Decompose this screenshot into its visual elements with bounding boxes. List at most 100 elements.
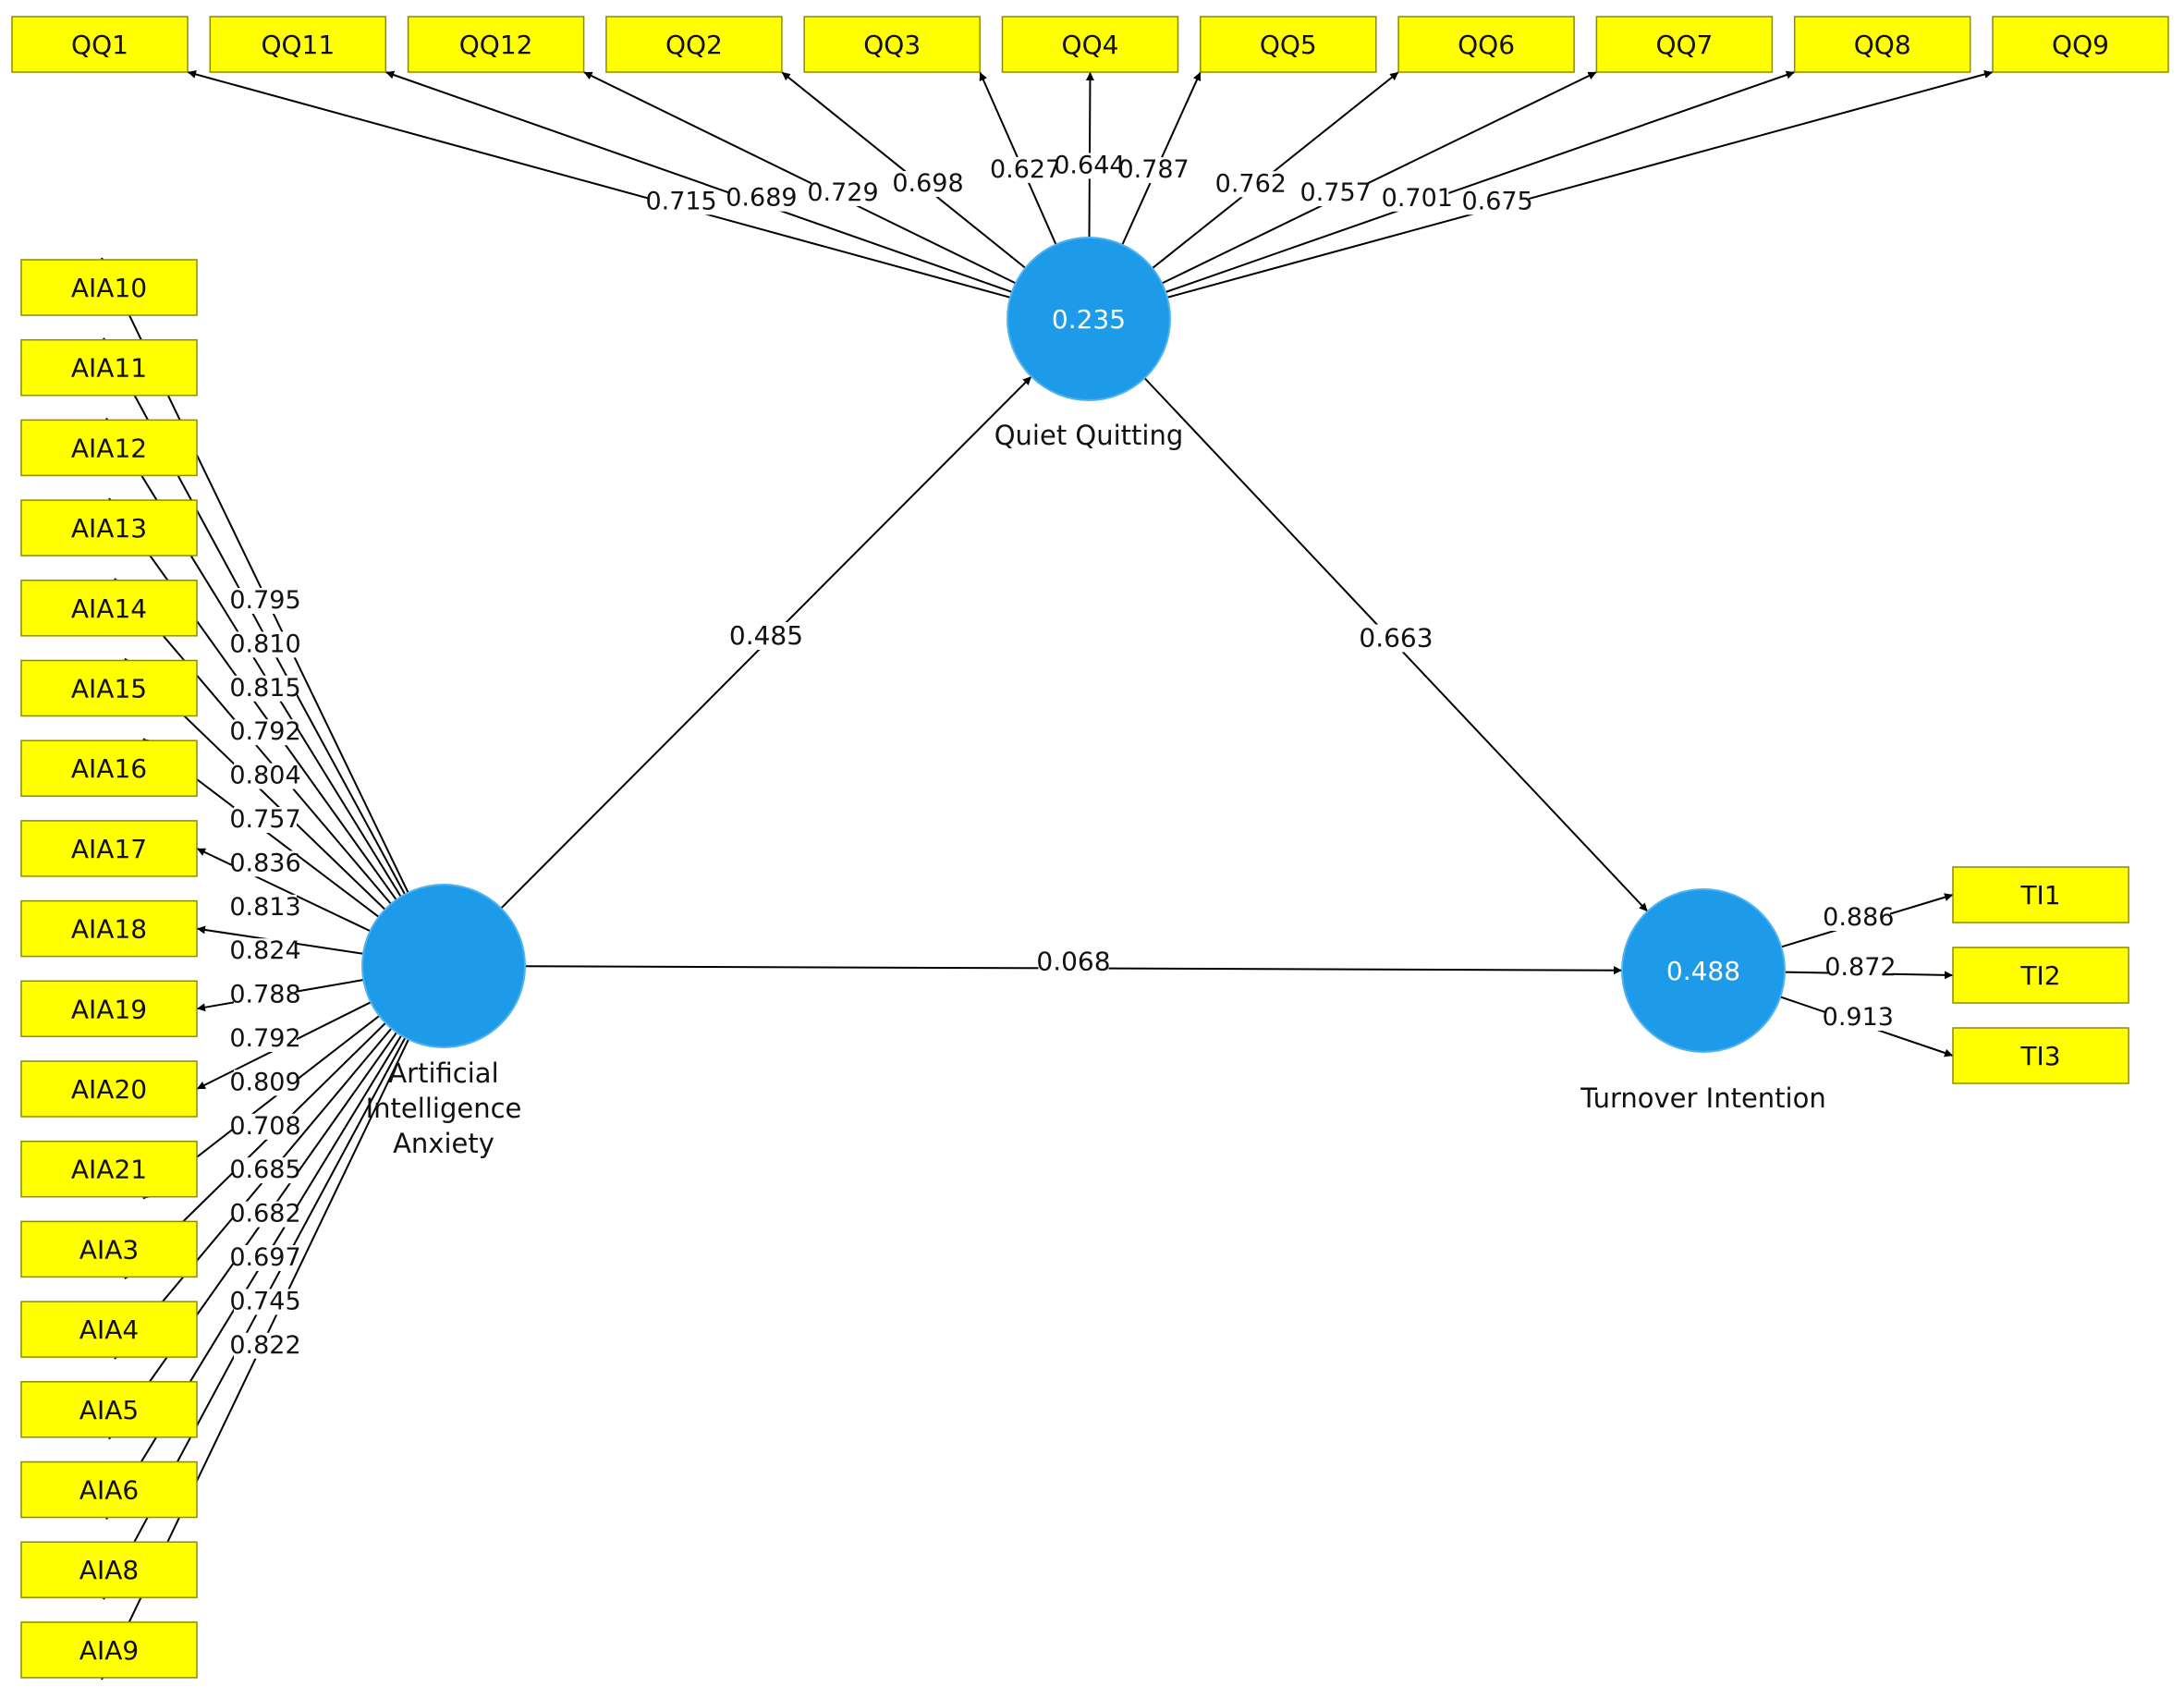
loading-aia11: 0.810 (229, 629, 300, 658)
loading-label-bg (234, 1070, 297, 1096)
construct-aia[interactable] (361, 884, 526, 1048)
loading-edge-aia5 (108, 1032, 398, 1440)
loading-label-bg (234, 1245, 297, 1271)
path-coefficient-aia-ti: 0.068 (1036, 947, 1110, 977)
indicator-aia18[interactable] (20, 899, 198, 958)
loading-ti2: 0.872 (1824, 953, 1896, 982)
indicator-aia17[interactable] (20, 820, 198, 877)
indicator-label-aia11: AIA11 (71, 353, 147, 384)
indicator-label-qq6: QQ6 (1458, 30, 1515, 60)
indicator-label-qq3: QQ3 (863, 30, 921, 60)
loading-label-bg (1826, 1005, 1890, 1031)
indicator-aia21[interactable] (20, 1140, 198, 1198)
indicator-aia5[interactable] (20, 1381, 198, 1438)
loading-label-bg (234, 675, 297, 702)
construct-ti[interactable] (1621, 888, 1786, 1053)
loading-aia14: 0.804 (229, 762, 300, 790)
indicator-label-ti2: TI2 (2019, 960, 2060, 991)
indicator-aia15[interactable] (20, 659, 198, 717)
indicator-qq2[interactable] (605, 16, 783, 73)
indicator-qq4[interactable] (1001, 16, 1179, 73)
construct-label-aia: Anxiety (393, 1128, 494, 1159)
loading-aia9: 0.822 (229, 1331, 300, 1360)
loading-label-bg (234, 631, 297, 658)
indicator-aia11[interactable] (20, 338, 198, 397)
loading-qq12: 0.729 (807, 178, 878, 207)
indicator-label-aia9: AIA9 (79, 1635, 139, 1666)
indicator-aia6[interactable] (20, 1461, 198, 1519)
loading-aia4: 0.685 (229, 1155, 300, 1184)
loading-label-bg (1385, 185, 1449, 212)
loading-qq8: 0.701 (1382, 184, 1453, 213)
loading-label-bg (1828, 955, 1892, 982)
loading-edge-qq8 (1165, 70, 1796, 293)
construct-label-aia: Artificial (388, 1057, 498, 1089)
indicator-aia4[interactable] (20, 1301, 198, 1358)
loading-qq2: 0.698 (892, 169, 963, 198)
construct-qq[interactable] (1007, 237, 1171, 401)
indicator-label-aia18: AIA18 (71, 914, 147, 945)
loading-qq9: 0.675 (1461, 187, 1532, 215)
indicator-aia12[interactable] (20, 419, 198, 477)
loading-qq11: 0.689 (726, 184, 797, 213)
indicator-label-aia3: AIA3 (79, 1234, 139, 1265)
indicator-ti2[interactable] (1952, 947, 2129, 1004)
indicator-label-qq12: QQ12 (459, 30, 533, 60)
indicator-qq3[interactable] (803, 16, 981, 73)
indicator-aia10[interactable] (20, 259, 198, 316)
loading-label-bg (1057, 153, 1121, 179)
indicator-qq6[interactable] (1397, 16, 1575, 73)
loading-label-bg (234, 807, 297, 833)
loading-edge-aia17 (196, 847, 371, 933)
indicator-qq11[interactable] (209, 16, 387, 73)
loading-label-bg (234, 1026, 297, 1052)
loading-aia18: 0.824 (229, 936, 300, 965)
loading-label-bg (897, 171, 959, 198)
indicator-qq9[interactable] (1992, 16, 2169, 73)
loading-label-bg (234, 719, 297, 746)
indicator-label-aia5: AIA5 (79, 1395, 139, 1425)
loading-edge-qq11 (384, 70, 1013, 293)
loading-label-bg (234, 1201, 297, 1228)
loading-label-bg (1466, 189, 1530, 215)
loading-label-bg (234, 1289, 297, 1315)
loading-edge-qq12 (583, 71, 1017, 285)
loading-label-bg (994, 156, 1057, 183)
loading-label-bg (1304, 180, 1368, 207)
indicator-label-qq1: QQ1 (71, 30, 128, 60)
indicator-label-qq9: QQ9 (2052, 30, 2109, 60)
indicator-label-aia20: AIA20 (71, 1074, 147, 1105)
path-label-bg (1360, 624, 1432, 653)
indicator-aia13[interactable] (20, 499, 198, 556)
loading-aia16: 0.836 (229, 849, 300, 877)
indicator-aia16[interactable] (20, 739, 198, 797)
indicator-label-qq11: QQ11 (261, 30, 335, 60)
construct-r2-qq: 0.235 (1052, 304, 1126, 335)
indicator-aia3[interactable] (20, 1220, 198, 1278)
loading-edge-qq9 (1166, 70, 1994, 299)
loading-aia15: 0.757 (229, 805, 300, 834)
indicator-ti1[interactable] (1952, 866, 2129, 923)
loading-edge-qq6 (1152, 71, 1399, 269)
indicator-aia14[interactable] (20, 580, 198, 637)
indicator-label-aia19: AIA19 (71, 994, 147, 1024)
indicator-aia8[interactable] (20, 1541, 198, 1598)
indicator-aia19[interactable] (20, 980, 198, 1038)
indicator-aia20[interactable] (20, 1060, 198, 1118)
construct-label-qq: Quiet Quitting (994, 420, 1184, 451)
indicator-qq8[interactable] (1793, 16, 1971, 73)
indicator-label-qq2: QQ2 (665, 30, 723, 60)
indicator-qq7[interactable] (1595, 16, 1774, 73)
indicator-label-qq8: QQ8 (1854, 30, 1911, 60)
loading-label-bg (234, 1157, 297, 1184)
indicator-qq12[interactable] (407, 16, 585, 73)
loading-label-bg (1219, 171, 1283, 198)
loading-label-bg (234, 1332, 297, 1359)
indicator-qq5[interactable] (1200, 16, 1377, 73)
indicator-aia9[interactable] (20, 1621, 198, 1679)
indicator-label-aia15: AIA15 (71, 674, 147, 704)
indicator-qq1[interactable] (11, 16, 189, 73)
indicator-ti3[interactable] (1952, 1027, 2129, 1084)
indicator-label-aia6: AIA6 (79, 1475, 139, 1506)
